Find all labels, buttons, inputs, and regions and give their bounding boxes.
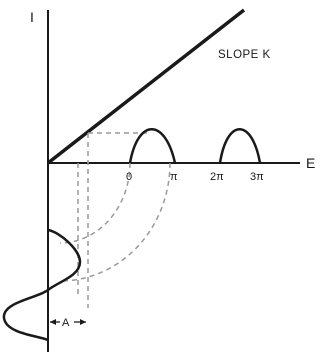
projection-arc-inner [59, 162, 131, 244]
input-pulse-2 [218, 128, 262, 164]
tick-label-3pi: 3π [250, 171, 264, 183]
tick-label-pi: π [170, 171, 178, 183]
amplitude-label-bg [60, 314, 74, 330]
output-current-waveform [2, 228, 82, 342]
amplitude-label: A [62, 317, 70, 329]
tick-label-2pi: 2π [210, 171, 224, 183]
projection-arc-outer [59, 162, 171, 282]
amplitude-arrow-left-icon [50, 319, 56, 325]
x-axis-label: E [306, 155, 315, 171]
slope-label: SLOPE K [218, 49, 271, 61]
y-axis-label: I [30, 9, 34, 25]
input-pulse-1 [128, 128, 177, 164]
amplitude-arrow-right-icon [80, 319, 86, 325]
characteristic-line [46, 8, 246, 165]
tick-label-0: 0 [126, 171, 132, 183]
